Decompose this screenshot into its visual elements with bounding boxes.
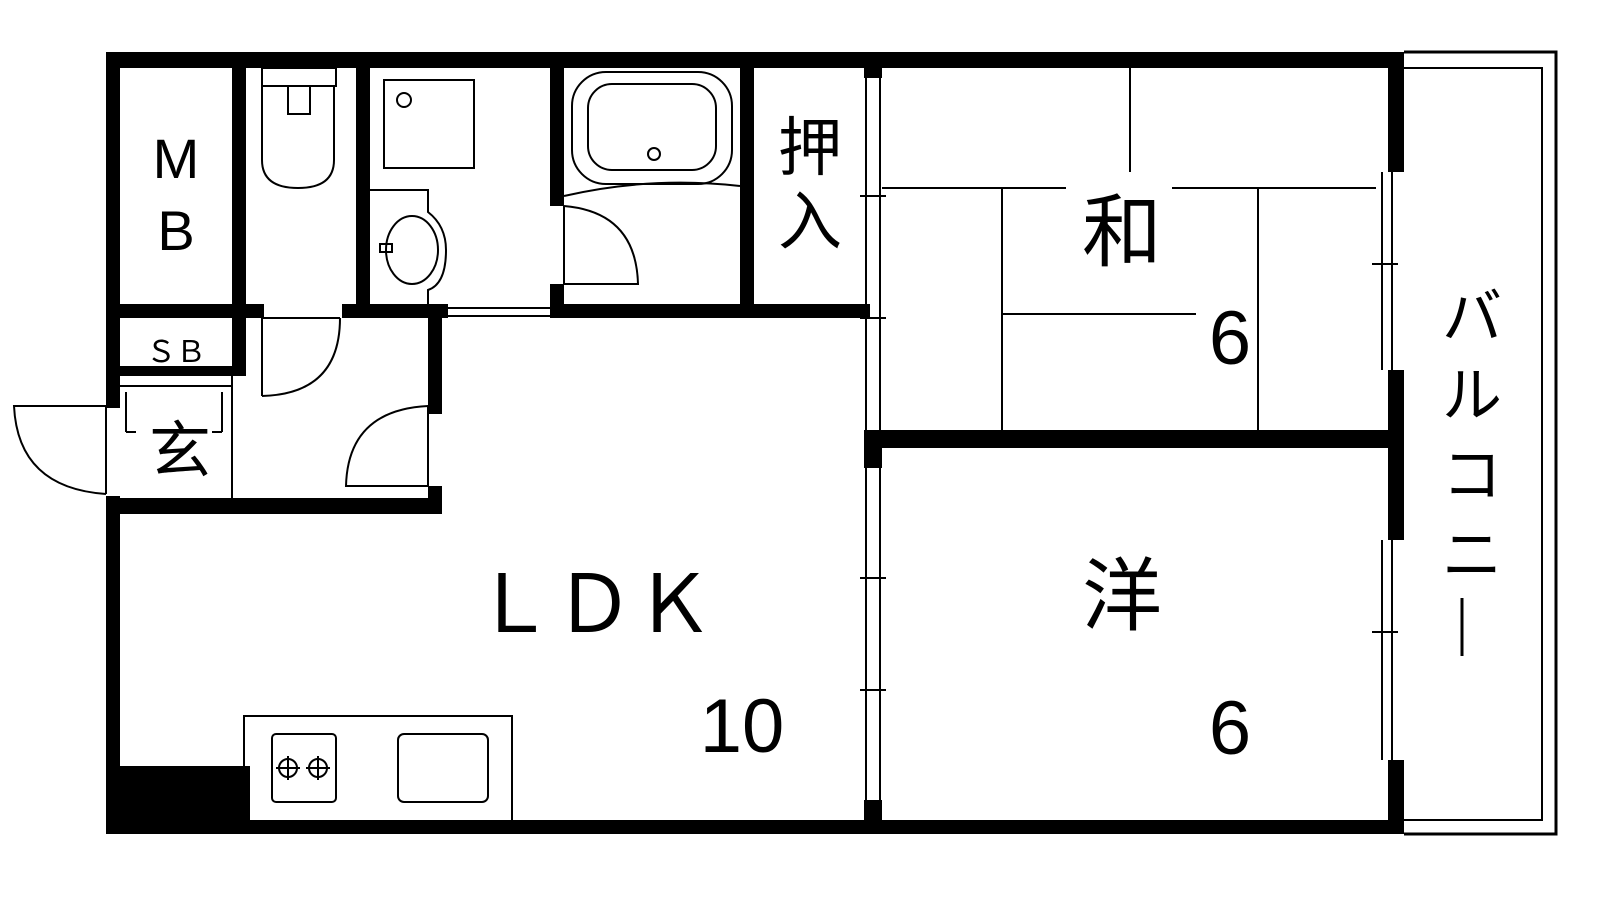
toilet-icon bbox=[261, 67, 337, 190]
yoshitsu-size: 6 bbox=[1209, 686, 1251, 771]
stove-icon bbox=[271, 733, 337, 803]
balcony-char: ル bbox=[1442, 362, 1502, 429]
mb-label-2: B bbox=[157, 199, 194, 262]
balcony-windows bbox=[1372, 172, 1398, 760]
washroom-sliding-door[interactable] bbox=[448, 307, 550, 317]
bathtub-icon bbox=[563, 71, 741, 197]
ldk-size: 10 bbox=[700, 684, 785, 769]
tatami-lines bbox=[882, 68, 1376, 430]
washer-pan-icon bbox=[383, 79, 475, 169]
toilet-door[interactable] bbox=[261, 317, 341, 397]
ldk-label: ＬＤＫ bbox=[474, 560, 714, 649]
balcony-char: バ bbox=[1442, 284, 1502, 351]
mb-label-1: M bbox=[153, 127, 200, 190]
washbasin-icon bbox=[370, 189, 448, 304]
sink-icon bbox=[397, 733, 489, 803]
washitsu-label: 和 bbox=[1082, 188, 1162, 277]
kitchen-counter bbox=[243, 715, 513, 820]
oshiire-label-1: 押 bbox=[778, 112, 842, 184]
entrance-door[interactable] bbox=[12, 405, 107, 495]
balcony-char: コ bbox=[1442, 442, 1502, 509]
hall-door[interactable] bbox=[344, 404, 429, 487]
bath-door[interactable] bbox=[563, 205, 640, 285]
balcony-char: ニ bbox=[1442, 522, 1502, 589]
washitsu-size: 6 bbox=[1209, 296, 1251, 381]
yoshitsu-label: 洋 bbox=[1082, 552, 1162, 641]
balcony-label: バ ル コ ニ bbox=[1442, 284, 1502, 656]
sb-label: ＳＢ bbox=[146, 336, 206, 369]
interior-walls bbox=[106, 52, 1404, 834]
balcony-outline bbox=[1404, 50, 1558, 836]
sliding-door-ldk bbox=[860, 78, 886, 800]
oshiire-label-2: 入 bbox=[778, 186, 842, 258]
outer-walls bbox=[106, 52, 1404, 834]
genkan-step bbox=[120, 376, 233, 498]
genkan-label: 玄 bbox=[149, 417, 211, 486]
